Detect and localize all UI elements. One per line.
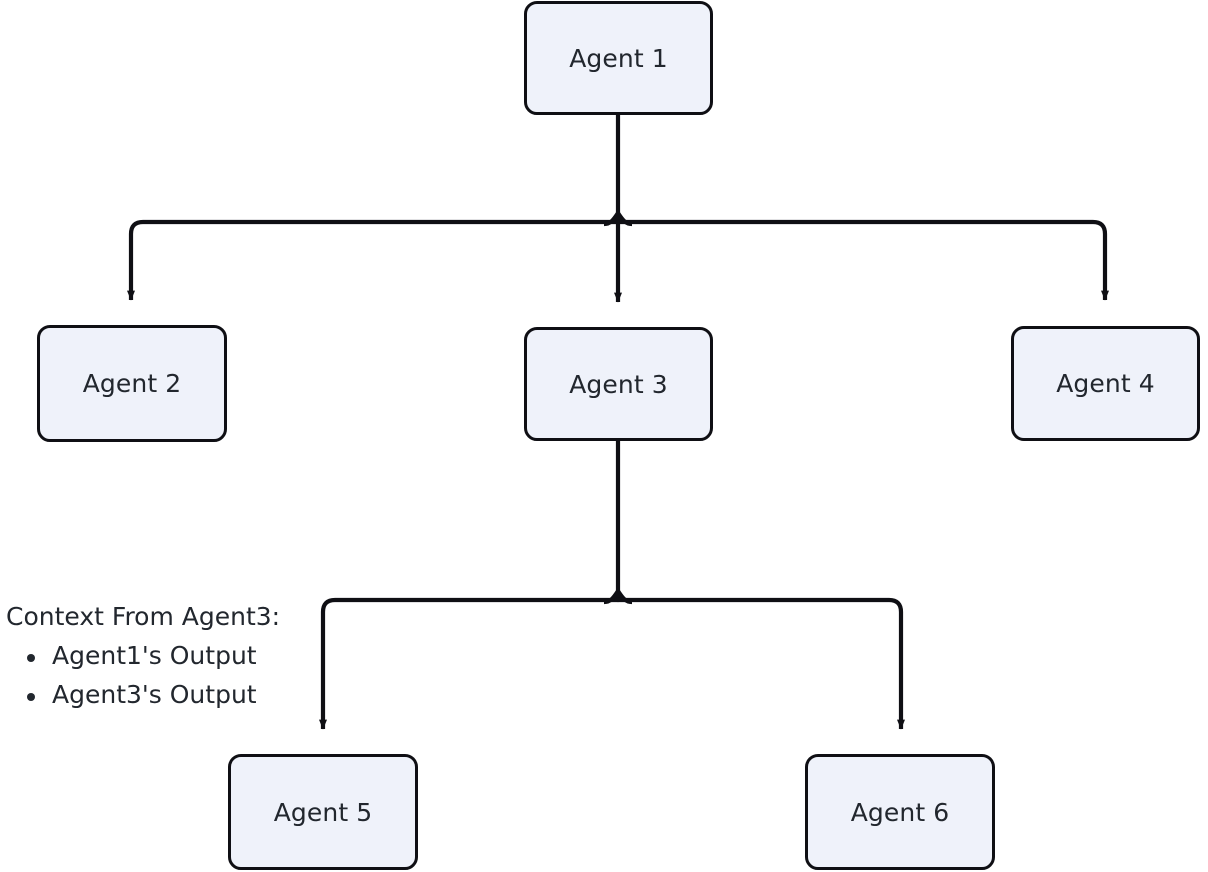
node-agent4[interactable]: Agent 4: [1011, 326, 1200, 441]
edge-agent3-to-agent5: [319, 595, 621, 730]
context-annotation-item: Agent3's Output: [6, 682, 280, 707]
node-agent2[interactable]: Agent 2: [37, 325, 227, 442]
context-annotation-list: Agent1's Output Agent3's Output: [6, 643, 280, 707]
node-agent6-label: Agent 6: [850, 797, 950, 827]
edge-agent3-to-agent6: [615, 595, 905, 730]
edge-agent1-left-branch: [127, 217, 621, 301]
node-agent1-label: Agent 1: [569, 43, 668, 73]
node-agent3[interactable]: Agent 3: [524, 327, 713, 441]
node-agent3-label: Agent 3: [569, 369, 668, 399]
edge-junction-lower: [603, 588, 633, 605]
edge-agent1-to-agent2: [610, 216, 1105, 302]
edge-agent1-right-branch: [615, 217, 1109, 301]
context-annotation-item: Agent1's Output: [6, 643, 280, 668]
node-agent5[interactable]: Agent 5: [228, 754, 418, 870]
edge-junction-top: [603, 210, 633, 227]
node-agent4-label: Agent 4: [1056, 369, 1155, 398]
node-agent1[interactable]: Agent 1: [524, 1, 713, 115]
context-annotation-title: Context From Agent3:: [6, 602, 281, 631]
node-agent6[interactable]: Agent 6: [805, 754, 995, 870]
context-annotation: Context From Agent3: Agent1's Output Age…: [6, 604, 280, 707]
node-agent2-label: Agent 2: [82, 369, 182, 398]
node-agent5-label: Agent 5: [273, 797, 373, 827]
